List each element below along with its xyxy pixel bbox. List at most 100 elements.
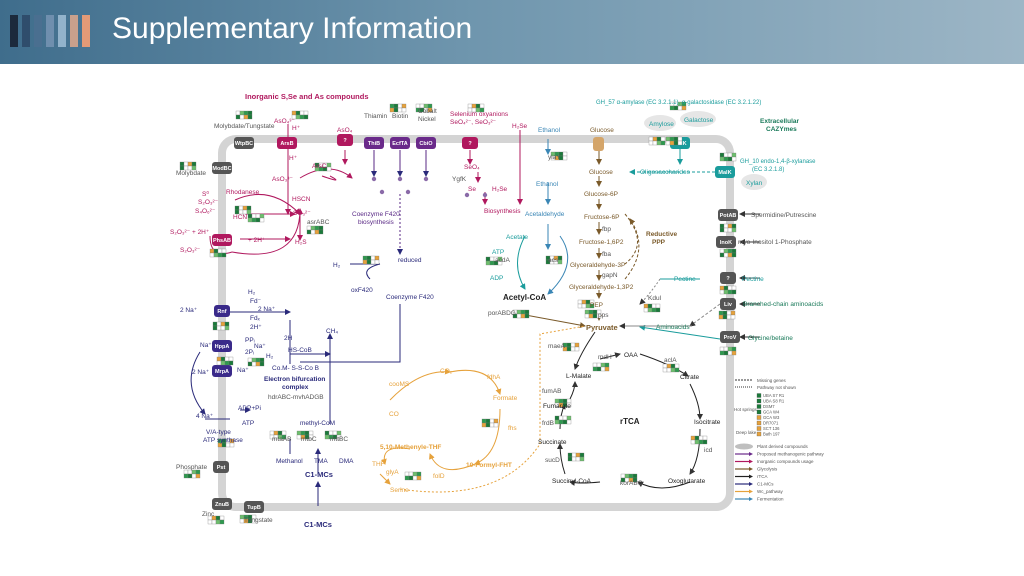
label-bifurcation-complex: complex	[282, 384, 309, 391]
gene-grid	[314, 162, 332, 172]
legend-swatch	[756, 431, 762, 437]
legend-swatch	[756, 420, 762, 426]
label-serine: Serine	[390, 487, 409, 494]
label-maea: maeA	[548, 343, 566, 350]
label-h2se-top: H₂Se	[512, 123, 528, 130]
transporter-ecfta: EcfTA	[390, 137, 410, 149]
transporter-label: PhsAB	[213, 238, 231, 244]
legend-swatch	[756, 409, 762, 415]
label-selenium: Selenium oxyanions	[450, 111, 509, 118]
legend-item-label: Inorganic compounds usage	[757, 459, 814, 464]
label-gapn: gapN	[602, 272, 618, 279]
gene-grid	[719, 346, 737, 356]
header-bar	[34, 15, 42, 47]
label-nickel: Nickel	[418, 116, 436, 123]
label-h2se: H₂Se	[492, 186, 508, 193]
transporter-thib: ThiB	[364, 137, 384, 149]
legend-genome: SCT 136	[763, 426, 780, 431]
legend-item-label: rTCA	[757, 474, 768, 479]
gene-grid	[209, 248, 227, 258]
gene-grid	[481, 418, 499, 428]
label-ppi: PPᵢ	[245, 337, 255, 344]
label-extracellular: Extracellular	[760, 118, 799, 125]
label-molybdate-tungstate: Molybdate/Tungstate	[214, 123, 275, 130]
gene-grid	[554, 415, 572, 425]
gene-grid	[467, 103, 485, 113]
label-pps: pps	[598, 312, 609, 319]
label-amylose: Amylose	[649, 121, 674, 128]
label-acla: aclA	[664, 357, 677, 364]
transporter-modbc: ModBC	[212, 162, 232, 174]
label-na-mrp: Na⁺	[237, 367, 249, 374]
label-hplus-1: H⁺	[292, 125, 301, 132]
gene-grid	[577, 299, 595, 309]
gene-grid	[296, 430, 314, 440]
transporter-label: ?	[343, 138, 347, 144]
gene-grid	[212, 321, 230, 331]
header-bar	[10, 15, 18, 47]
label-com-s: Co.M- S-S-Co B	[272, 365, 319, 372]
gene-grid	[690, 435, 708, 445]
label-dma: DMA	[339, 458, 354, 465]
label-oxoglutarate: Oxoglutarate	[668, 478, 706, 485]
compound-dot	[397, 176, 403, 182]
label-pectine: Pectine	[742, 276, 764, 283]
label-pep: PEP	[590, 302, 603, 309]
label-biosynthesis: Biosynthesis	[484, 208, 521, 215]
transporter-label: Pst	[217, 465, 226, 471]
label-mttbc: mttBC	[330, 436, 348, 443]
label-bcaa: Branched-chain aminoacids	[743, 301, 824, 308]
label-plus-2h: + 2H⁺	[248, 237, 266, 244]
label-f420-biosynthesis: biosynthesis	[358, 219, 395, 226]
transporter-q3: ?	[720, 272, 736, 284]
label-fd-ox: Fdₓ	[250, 315, 261, 322]
label-atp-synthase: ATP synthase	[203, 437, 243, 444]
label-glucose: Glucose	[589, 169, 613, 176]
gene-grid	[719, 248, 737, 258]
gene-grid	[648, 136, 666, 146]
gene-grid	[247, 213, 265, 223]
transporter-q2: ?	[462, 137, 478, 149]
label-tungstate: Tungstate	[244, 517, 273, 524]
legend-hot-springs: Hot springs	[734, 407, 758, 412]
label-zinc: Zinc	[202, 511, 215, 518]
transporter-label: InoK	[720, 240, 732, 246]
label-ygfk: YgfK	[452, 176, 467, 183]
transporter-label: Liv	[724, 302, 733, 308]
legend-arrowhead	[749, 467, 753, 471]
label-methyl-com: methyl-CoM	[300, 420, 335, 427]
legend-genome: UBA S8 R1	[763, 399, 785, 404]
label-aso4: AsO₄	[337, 127, 353, 134]
transporter-potab: PotAB	[718, 209, 738, 221]
label-fd-red: Fd⁻	[250, 298, 262, 305]
label-sucd: sucD	[545, 457, 560, 464]
label-g13p2: Glyceraldehyde-1,3P2	[569, 284, 634, 291]
compound-dot	[482, 192, 488, 198]
gene-grid	[216, 356, 234, 366]
transporter-livf: Liv	[720, 298, 736, 310]
label-biotin: Biotin	[392, 113, 409, 120]
label-hcn: HCN	[233, 214, 247, 221]
legend-swatch	[756, 404, 762, 409]
label-adp: ADP	[490, 275, 503, 282]
label-pectine-in: Pectine	[674, 276, 696, 283]
legend: Missing genes Pathway not shown Hot spri…	[734, 378, 825, 502]
gene-grid	[239, 514, 257, 524]
label-cooms: cooMS	[389, 381, 410, 388]
gene-grid	[306, 225, 324, 235]
legend-swatch	[756, 415, 762, 420]
label-hscn: HSCN	[292, 196, 311, 203]
label-gh10: GH_10 endo-1,4-β-xylanase	[740, 159, 816, 165]
label-cazymes: CAZYmes	[766, 126, 797, 133]
label-2h: 2H	[284, 335, 293, 342]
label-se: Se	[468, 186, 476, 193]
label-succinylcoa: Succinyl-CoA	[552, 478, 592, 485]
gene-grid	[404, 471, 422, 481]
transporter-malk2: MalK	[715, 166, 735, 178]
label-acda: acdA	[495, 257, 510, 264]
transporter-label: ModBC	[212, 166, 231, 172]
compound-dot	[423, 176, 429, 182]
label-h2s: H₂S	[295, 239, 307, 246]
transporter-cbio: CbiO	[416, 137, 436, 149]
label-lmalate: L-Malate	[566, 373, 592, 380]
